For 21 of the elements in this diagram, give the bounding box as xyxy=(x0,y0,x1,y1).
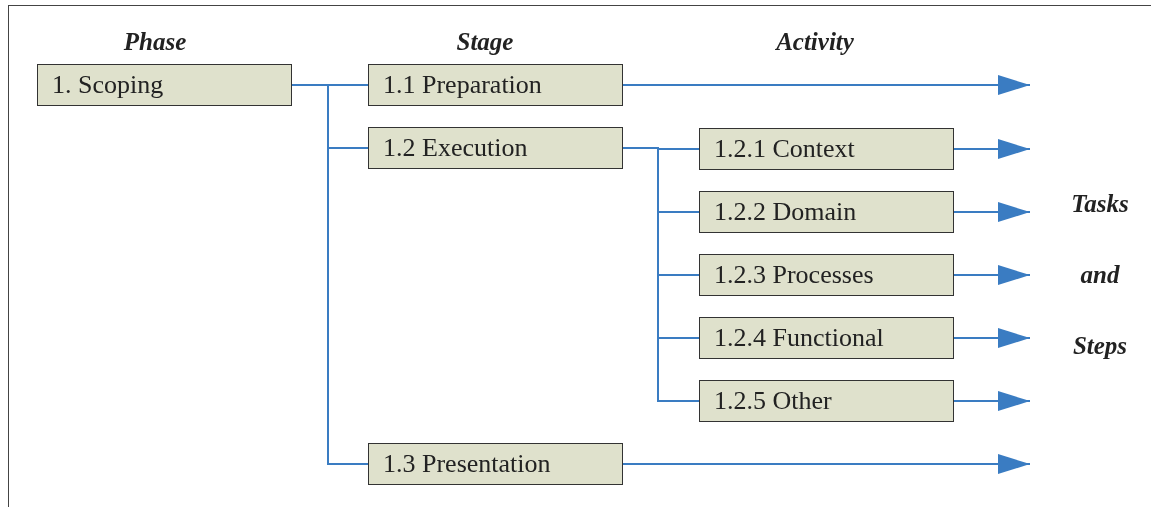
process-box: 1.2.5 Other xyxy=(699,380,954,422)
arrow xyxy=(622,454,1031,474)
arrow xyxy=(953,202,1031,222)
process-box: 1.3 Presentation xyxy=(368,443,623,485)
column-heading: Stage xyxy=(456,28,514,56)
arrow xyxy=(953,328,1031,348)
process-box: 1.2.4 Functional xyxy=(699,317,954,359)
arrow xyxy=(953,139,1031,159)
column-heading: Phase xyxy=(123,28,187,56)
arrow xyxy=(622,75,1031,95)
process-box: 1.2.1 Context xyxy=(699,128,954,170)
process-box: 1.2 Execution xyxy=(368,127,623,169)
arrow xyxy=(953,391,1031,411)
arrow xyxy=(953,265,1031,285)
process-box: 1.2.3 Processes xyxy=(699,254,954,296)
process-box: 1.2.2 Domain xyxy=(699,191,954,233)
side-note: Tasks and Steps xyxy=(1070,189,1130,361)
process-box: 1. Scoping xyxy=(37,64,292,106)
connector-line xyxy=(622,147,700,402)
column-heading: Activity xyxy=(776,28,854,56)
process-box: 1.1 Preparation xyxy=(368,64,623,106)
